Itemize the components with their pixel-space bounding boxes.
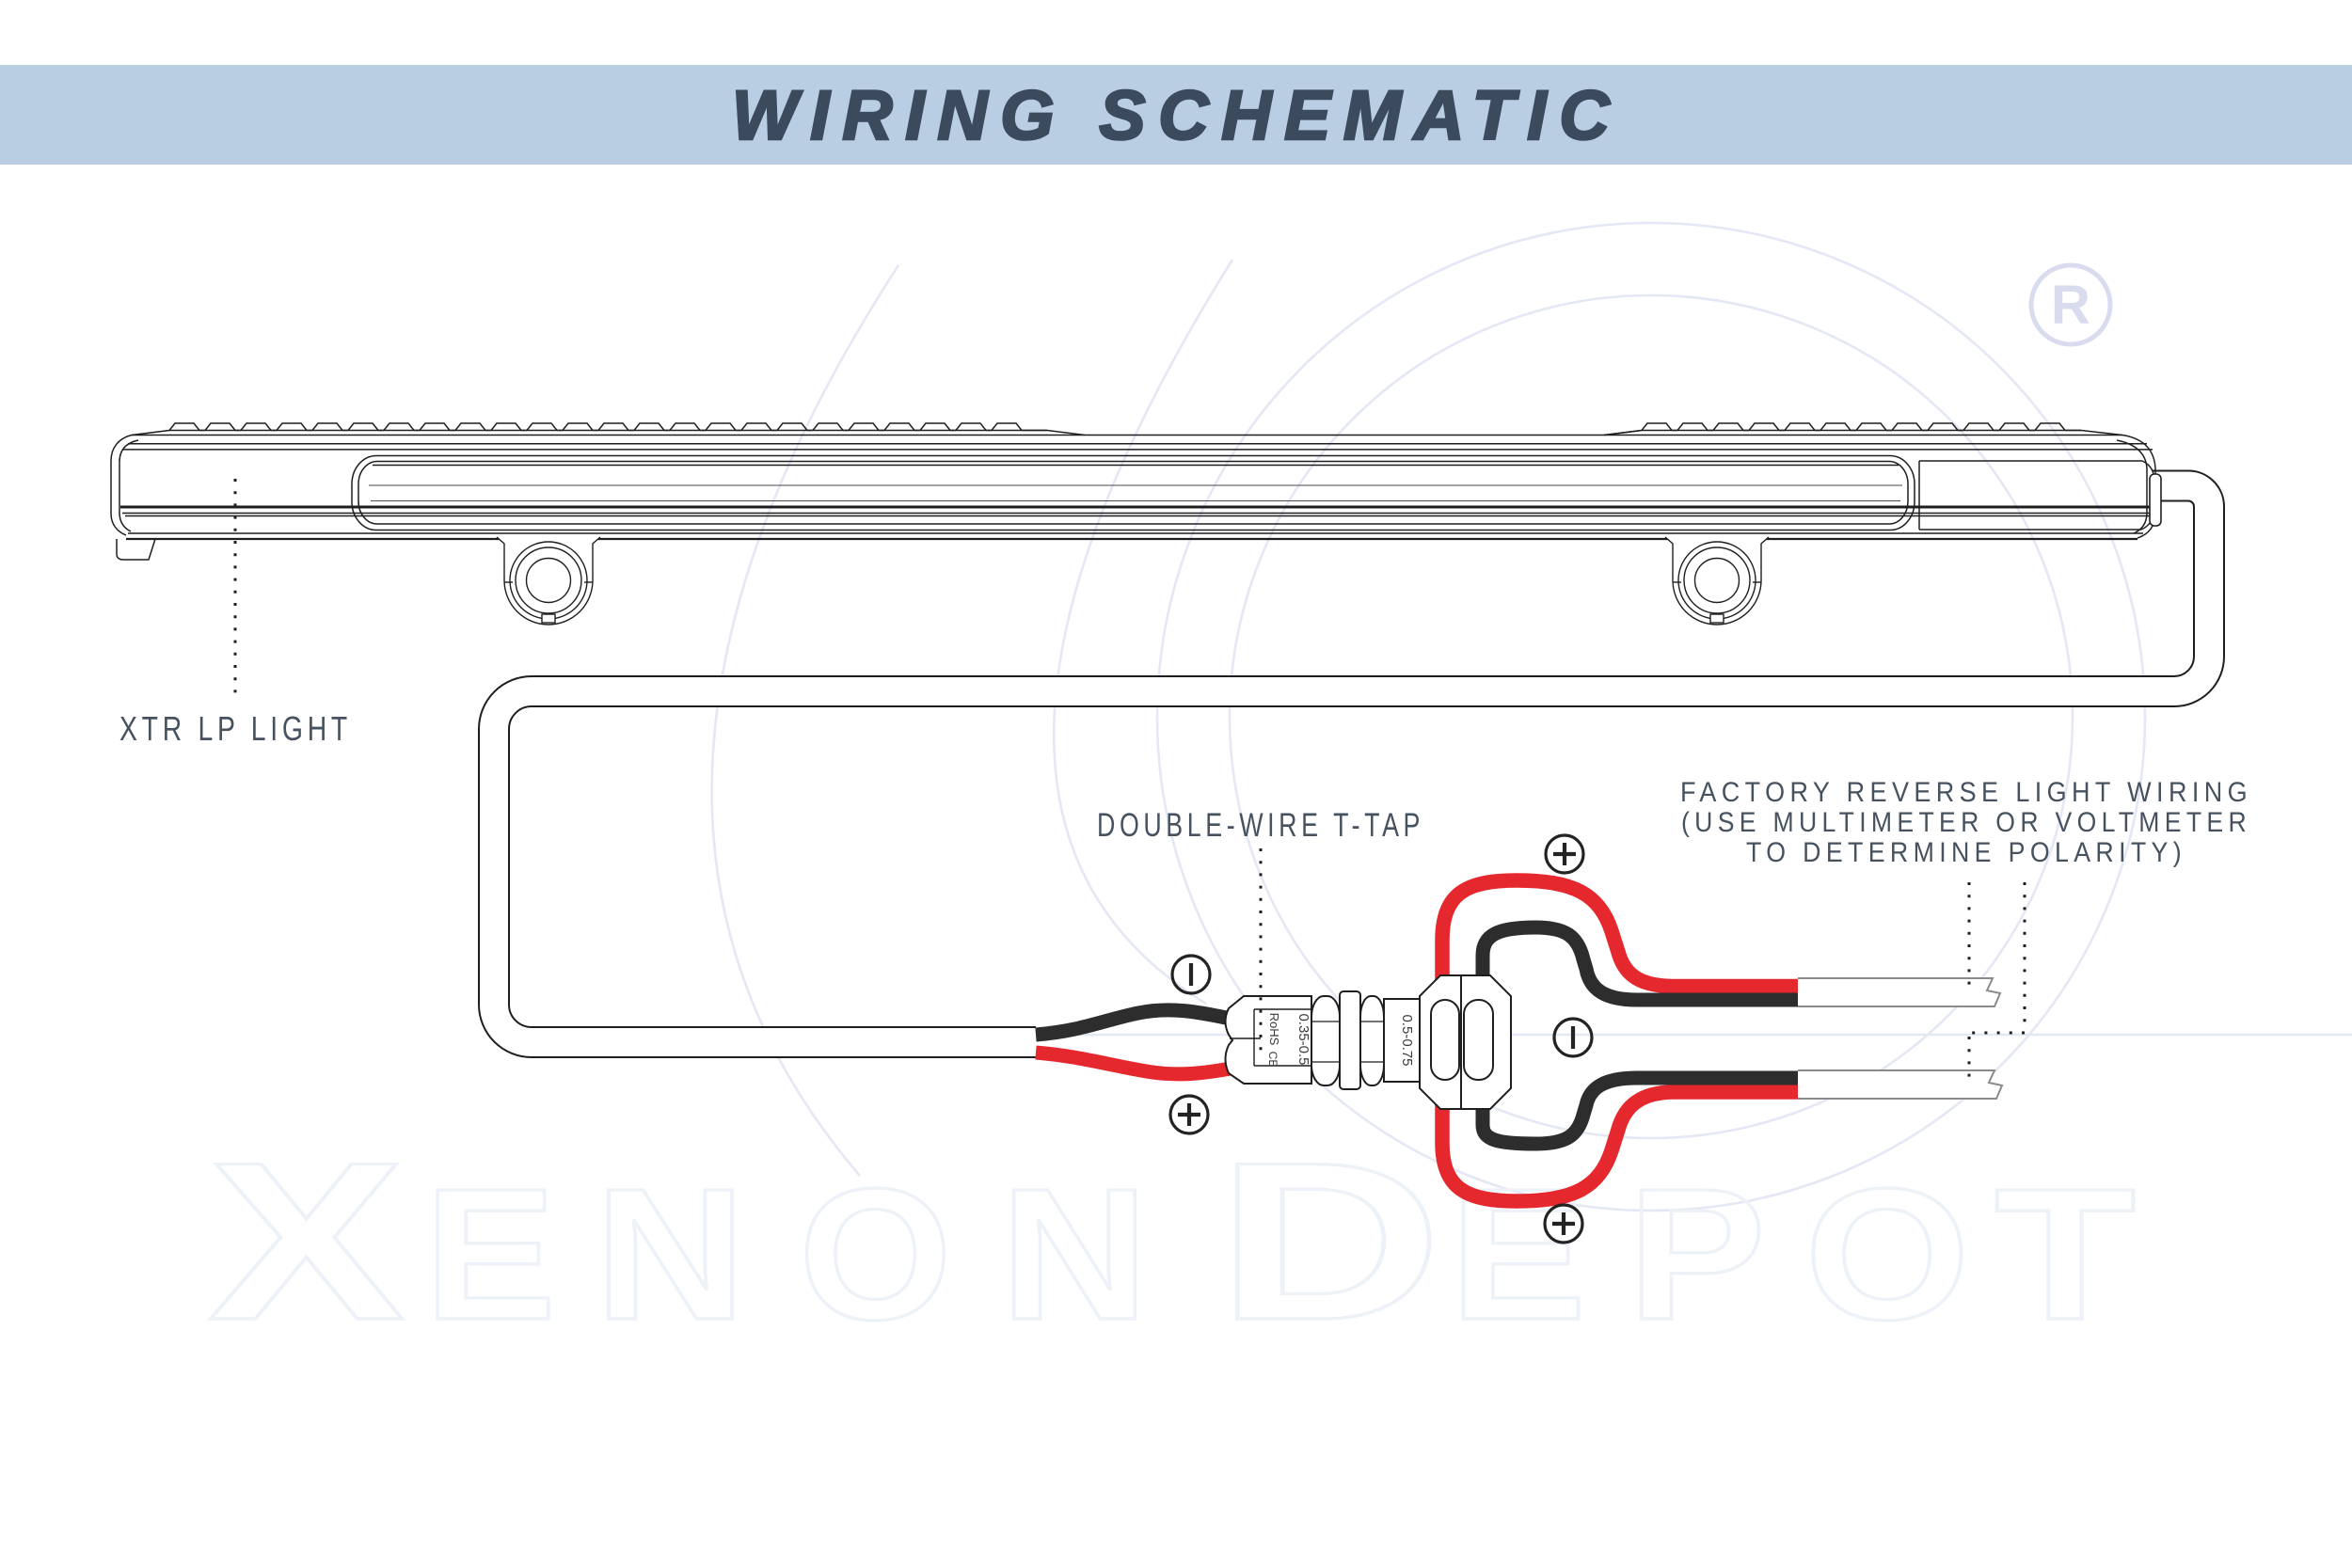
svg-text:DOUBLE-WIRE T-TAP: DOUBLE-WIRE T-TAP — [1097, 807, 1424, 844]
svg-text:E: E — [1450, 1150, 1586, 1359]
svg-text:X: X — [208, 1116, 405, 1367]
svg-text:0.5-0.75: 0.5-0.75 — [1399, 1014, 1415, 1066]
svg-text:D: D — [1216, 1116, 1442, 1367]
svg-text:RoHS: RoHS — [1267, 1013, 1281, 1046]
svg-text:P: P — [1628, 1150, 1766, 1359]
svg-text:WIRING SCHEMATIC: WIRING SCHEMATIC — [732, 76, 1622, 154]
svg-text:CE: CE — [1266, 1052, 1279, 1068]
svg-text:R: R — [2051, 275, 2090, 336]
svg-text:XTR LP LIGHT: XTR LP LIGHT — [119, 709, 352, 748]
svg-text:N: N — [1000, 1150, 1149, 1359]
svg-text:FACTORY REVERSE LIGHT WIRING: FACTORY REVERSE LIGHT WIRING — [1680, 777, 2252, 808]
svg-text:0.35-0.5: 0.35-0.5 — [1295, 1013, 1311, 1065]
svg-text:T: T — [1994, 1150, 2136, 1359]
svg-text:O: O — [799, 1150, 952, 1359]
svg-text:O: O — [1804, 1150, 1970, 1359]
svg-text:TO DETERMINE POLARITY): TO DETERMINE POLARITY) — [1746, 837, 2186, 868]
svg-text:(USE MULTIMETER OR VOLTMETER: (USE MULTIMETER OR VOLTMETER — [1681, 807, 2251, 838]
svg-text:E: E — [424, 1150, 556, 1359]
svg-text:N: N — [595, 1150, 746, 1359]
